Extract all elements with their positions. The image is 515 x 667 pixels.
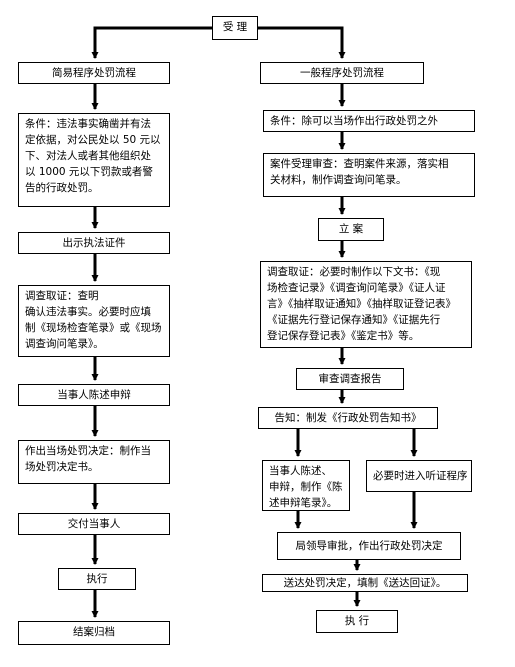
general-execute-box: 执 行 xyxy=(316,610,398,633)
general-procedure-header: 一般程序处罚流程 xyxy=(260,62,424,84)
general-investigate-box: 调查取证：必要时制作以下文书：《现 场检查记录》《调查询问笔录》《证人证 言》《… xyxy=(260,261,472,348)
hearing-box: 必要时进入听证程序 xyxy=(366,460,472,492)
simple-execute-box: 执行 xyxy=(58,568,136,590)
register-case-box: 立 案 xyxy=(318,218,384,241)
start-box: 受 理 xyxy=(212,16,258,40)
split-connector xyxy=(258,26,346,59)
approval-box: 局领导审批，作出行政处罚决定 xyxy=(277,532,461,560)
close-archive-box: 结案归档 xyxy=(18,621,170,645)
notice-box: 告知：制发《行政处罚告知书》 xyxy=(258,407,438,429)
deliver-box: 交付当事人 xyxy=(18,513,170,535)
serve-decision-box: 送达处罚决定，填制《送达回证》。 xyxy=(262,574,468,592)
general-condition-box: 条件：除可以当场作出行政处罚之外 xyxy=(263,110,475,132)
general-statement-box: 当事人陈述、 申辩，制作《陈 述申辩笔录》。 xyxy=(262,460,350,511)
on-spot-decision-box: 作出当场处罚决定：制作当 场处罚决定书。 xyxy=(18,440,170,484)
case-review-box: 案件受理审查：查明案件来源，落实相 关材料，制作调查询问笔录。 xyxy=(263,153,475,197)
show-id-box: 出示执法证件 xyxy=(18,232,170,254)
simple-investigate-box: 调查取证：查明 确认违法事实。必要时应填 制《现场检查笔录》或《现场 调查询问笔… xyxy=(18,285,170,357)
review-report-box: 审查调查报告 xyxy=(296,368,404,390)
simple-procedure-header: 简易程序处罚流程 xyxy=(18,62,170,84)
simple-condition-box: 条件：违法事实确凿并有法 定依据，对公民处以 50 元以 下、对法人或者其他组织… xyxy=(18,113,170,207)
simple-statement-box: 当事人陈述申辩 xyxy=(18,384,170,406)
split-connector xyxy=(91,26,212,59)
